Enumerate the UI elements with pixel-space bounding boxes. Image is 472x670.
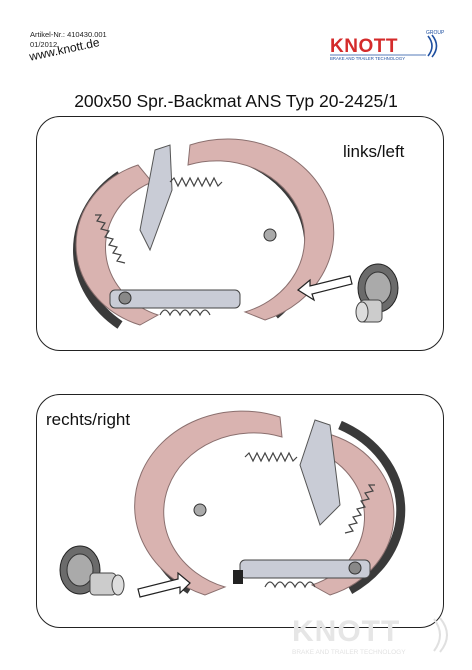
watermark-swoosh-icon [433, 617, 448, 653]
brake-shoe-right [310, 434, 395, 596]
wheel-bearing-right [59, 545, 125, 596]
arrow-left [296, 275, 353, 302]
article-number: Artikel-Nr.: 410430.001 [30, 30, 107, 39]
diagonal-spring [344, 484, 375, 534]
top-spring [244, 451, 298, 463]
adjuster-nut [348, 561, 362, 575]
logo-tagline: BRAKE AND TRAILER TECHNOLOGY [330, 56, 405, 61]
lever-plate [299, 419, 341, 526]
drum-right-arc [338, 420, 406, 594]
brake-shoe-right [187, 138, 335, 321]
knott-logo: GROUP KNOTT BRAKE AND TRAILER TECHNOLOGY [330, 30, 445, 61]
arrow-right [137, 571, 191, 598]
document-date: 01/2012 [30, 40, 58, 49]
brake-assembly-left-illustration [73, 138, 399, 329]
adjuster-mechanism [239, 559, 371, 579]
document-meta: Artikel-Nr.: 410430.001 01/2012 [30, 30, 107, 50]
adjuster-mechanism [109, 289, 241, 309]
watermark-tagline: BRAKE AND TRAILER TECHNOLOGY [292, 649, 406, 656]
logo-group: GROUP [426, 30, 445, 36]
wheel-bearing-left [355, 263, 399, 323]
cable-end [233, 570, 243, 584]
knott-watermark: KNOTT BRAKE AND TRAILER TECHNOLOGY [292, 615, 448, 656]
bottom-coil-spring [264, 581, 316, 589]
anchor-bolt [193, 503, 207, 517]
brake-shoe-left [75, 164, 160, 326]
brake-assembly-right-illustration [59, 410, 406, 598]
lever-plate [139, 144, 173, 252]
page-title: 200x50 Spr.-Backmat ANS Typ 20-2425/1 [74, 91, 398, 111]
logo-brand: KNOTT [330, 36, 398, 57]
anchor-bolt [263, 228, 277, 242]
adjuster-nut [118, 291, 132, 305]
logo-swoosh-icon [427, 34, 438, 58]
watermark-brand: KNOTT [292, 615, 400, 648]
label-left: links/left [343, 142, 405, 161]
top-spring [169, 176, 223, 188]
label-right: rechts/right [46, 410, 131, 429]
bottom-coil-spring [159, 309, 211, 317]
diagonal-spring [95, 214, 126, 264]
brake-shoe-left [134, 410, 283, 596]
